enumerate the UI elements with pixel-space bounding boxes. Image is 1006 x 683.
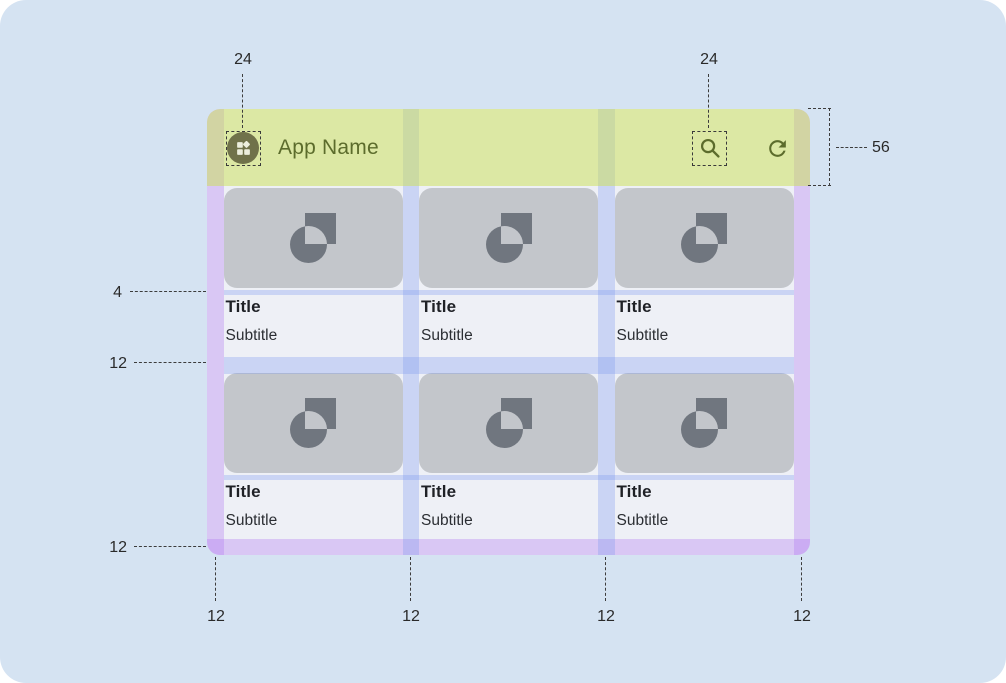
gap-band-row2 [223, 474, 794, 480]
dim-label-col-margin-left: 12 [207, 608, 225, 625]
app-title: App Name [278, 135, 379, 159]
card[interactable]: Title Subtitle [419, 373, 598, 542]
top-app-bar: App Name [207, 109, 810, 186]
dim-label-image-text-gap: 4 [113, 284, 122, 301]
dim-label-col-margin-right: 12 [793, 608, 811, 625]
card-subtitle: Subtitle [225, 327, 278, 344]
dim-line [130, 291, 206, 292]
refresh-button[interactable] [761, 132, 793, 164]
dim-line [708, 74, 709, 128]
dim-label-icon-right: 24 [700, 51, 718, 68]
app-mockup: Title Subtitle Title Subtitle Title [207, 109, 810, 555]
dim-line [242, 74, 243, 128]
card-image [223, 188, 403, 288]
card[interactable]: Title Subtitle [223, 188, 403, 357]
appbar-highlight-band [207, 109, 810, 186]
card[interactable]: Title Subtitle [419, 188, 598, 357]
dim-label-icon-left: 24 [234, 51, 252, 68]
card-title: Title [421, 482, 457, 501]
card-text: Title Subtitle [615, 473, 794, 531]
dim-line [801, 557, 802, 601]
dim-line [410, 557, 411, 601]
card-image [614, 373, 794, 473]
image-placeholder-icon [486, 213, 532, 263]
card-title: Title [616, 482, 652, 501]
gap-band-row1 [223, 289, 794, 295]
card-subtitle: Subtitle [616, 512, 669, 529]
card-title: Title [421, 297, 457, 316]
icon-bounds-box-right [692, 131, 727, 166]
card[interactable]: Title Subtitle [614, 373, 794, 542]
row-gutter-band [223, 357, 794, 374]
dim-tick-bottom [808, 185, 831, 186]
card-image [614, 188, 794, 288]
image-placeholder-icon [290, 398, 336, 448]
column-gutter-band-2 [598, 109, 615, 555]
refresh-icon [765, 136, 790, 161]
image-placeholder-icon [290, 213, 336, 263]
card-subtitle: Subtitle [225, 512, 278, 529]
bottom-margin-band [207, 538, 810, 555]
dim-tick-top [808, 108, 831, 109]
card-subtitle: Subtitle [616, 327, 669, 344]
image-placeholder-icon [681, 398, 727, 448]
card-image [419, 373, 598, 473]
card-image [223, 373, 403, 473]
card-subtitle: Subtitle [421, 327, 473, 344]
left-margin-band [207, 109, 224, 555]
dim-label-col-gutter-2: 12 [597, 608, 615, 625]
card-text: Title Subtitle [419, 473, 598, 531]
dim-label-row-gutter: 12 [109, 355, 127, 372]
card-title: Title [616, 297, 652, 316]
dim-line [829, 108, 830, 186]
app-logo-button[interactable] [227, 132, 259, 164]
icon-bounds-box-left [226, 131, 261, 166]
dim-label-bottom-margin: 12 [109, 539, 127, 556]
image-placeholder-icon [486, 398, 532, 448]
card-title: Title [225, 297, 261, 316]
card-text: Title Subtitle [615, 288, 794, 346]
card-image [419, 188, 598, 288]
dim-line [836, 147, 867, 148]
image-placeholder-icon [681, 213, 727, 263]
card[interactable]: Title Subtitle [223, 373, 403, 542]
dim-line [134, 546, 206, 547]
card-subtitle: Subtitle [421, 512, 473, 529]
column-gutter-band-1 [402, 109, 419, 555]
dim-line [605, 557, 606, 601]
dim-line [134, 362, 206, 363]
card-text: Title Subtitle [224, 288, 403, 346]
dim-label-bar-height: 56 [872, 139, 890, 156]
card-title: Title [225, 482, 261, 501]
dim-line [215, 557, 216, 601]
dim-label-col-gutter-1: 12 [402, 608, 420, 625]
card-text: Title Subtitle [419, 288, 598, 346]
card-text: Title Subtitle [224, 473, 403, 531]
card-grid: Title Subtitle Title Subtitle Title [223, 188, 794, 542]
card[interactable]: Title Subtitle [614, 188, 794, 357]
right-margin-band [793, 109, 810, 555]
